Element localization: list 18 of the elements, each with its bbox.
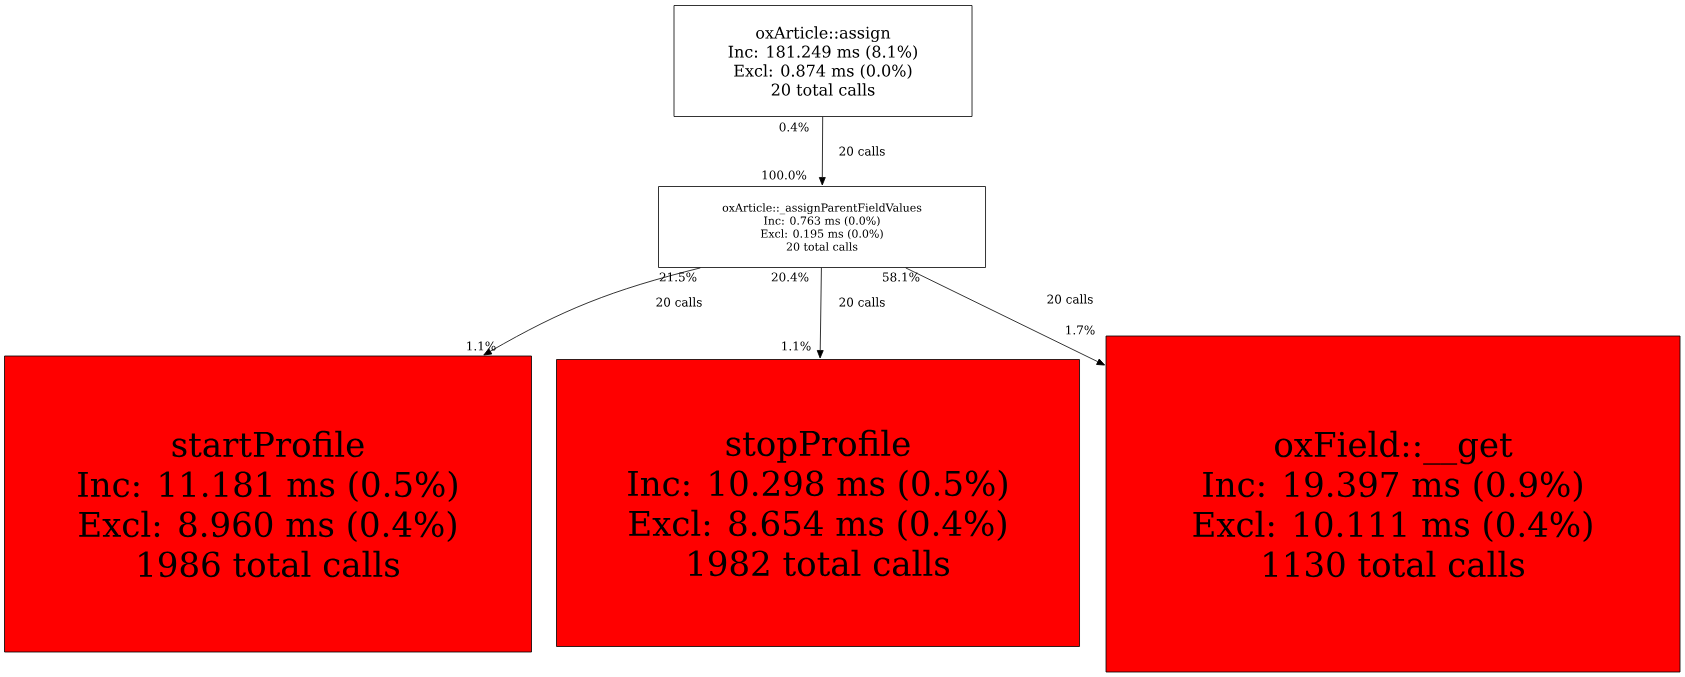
percentage-label: 1.1% <box>782 341 811 351</box>
function-box: oxField::__get Inc: 19.397 ms (0.9%) Excl: 10.111 ms (0.4%) 1130 total calls <box>1105 335 1681 673</box>
function-box: oxArticle::_assignParentFieldValues Inc: 0.763 ms (0.0%) Excl: 0.195 ms (0.0%) 20 total calls <box>658 186 986 268</box>
percentage-label: 21.5% <box>659 272 697 282</box>
percentage-label: 58.1% <box>882 272 920 282</box>
edge-label: 20 calls <box>837 296 887 308</box>
function-box: startProfile Inc: 11.181 ms (0.5%) Excl: 8.960 ms (0.4%) 1986 total calls <box>4 355 532 653</box>
edge-label: 20 calls <box>837 145 887 157</box>
function-box: stopProfile Inc: 10.298 ms (0.5%) Excl: 8.654 ms (0.4%) 1982 total calls <box>556 359 1080 647</box>
function-box: oxArticle::assign Inc: 181.249 ms (8.1%) Excl: 0.874 ms (0.0%) 20 total calls <box>673 5 973 117</box>
edge-label: 20 calls <box>1045 293 1095 305</box>
arrow <box>816 267 824 359</box>
percentage-label: 1.1% <box>467 341 496 351</box>
percentage-label: 1.7% <box>1066 325 1095 335</box>
arrow <box>483 267 701 356</box>
arrow <box>905 267 1106 366</box>
arrow <box>818 116 826 186</box>
edge-label: 20 calls <box>654 296 704 308</box>
